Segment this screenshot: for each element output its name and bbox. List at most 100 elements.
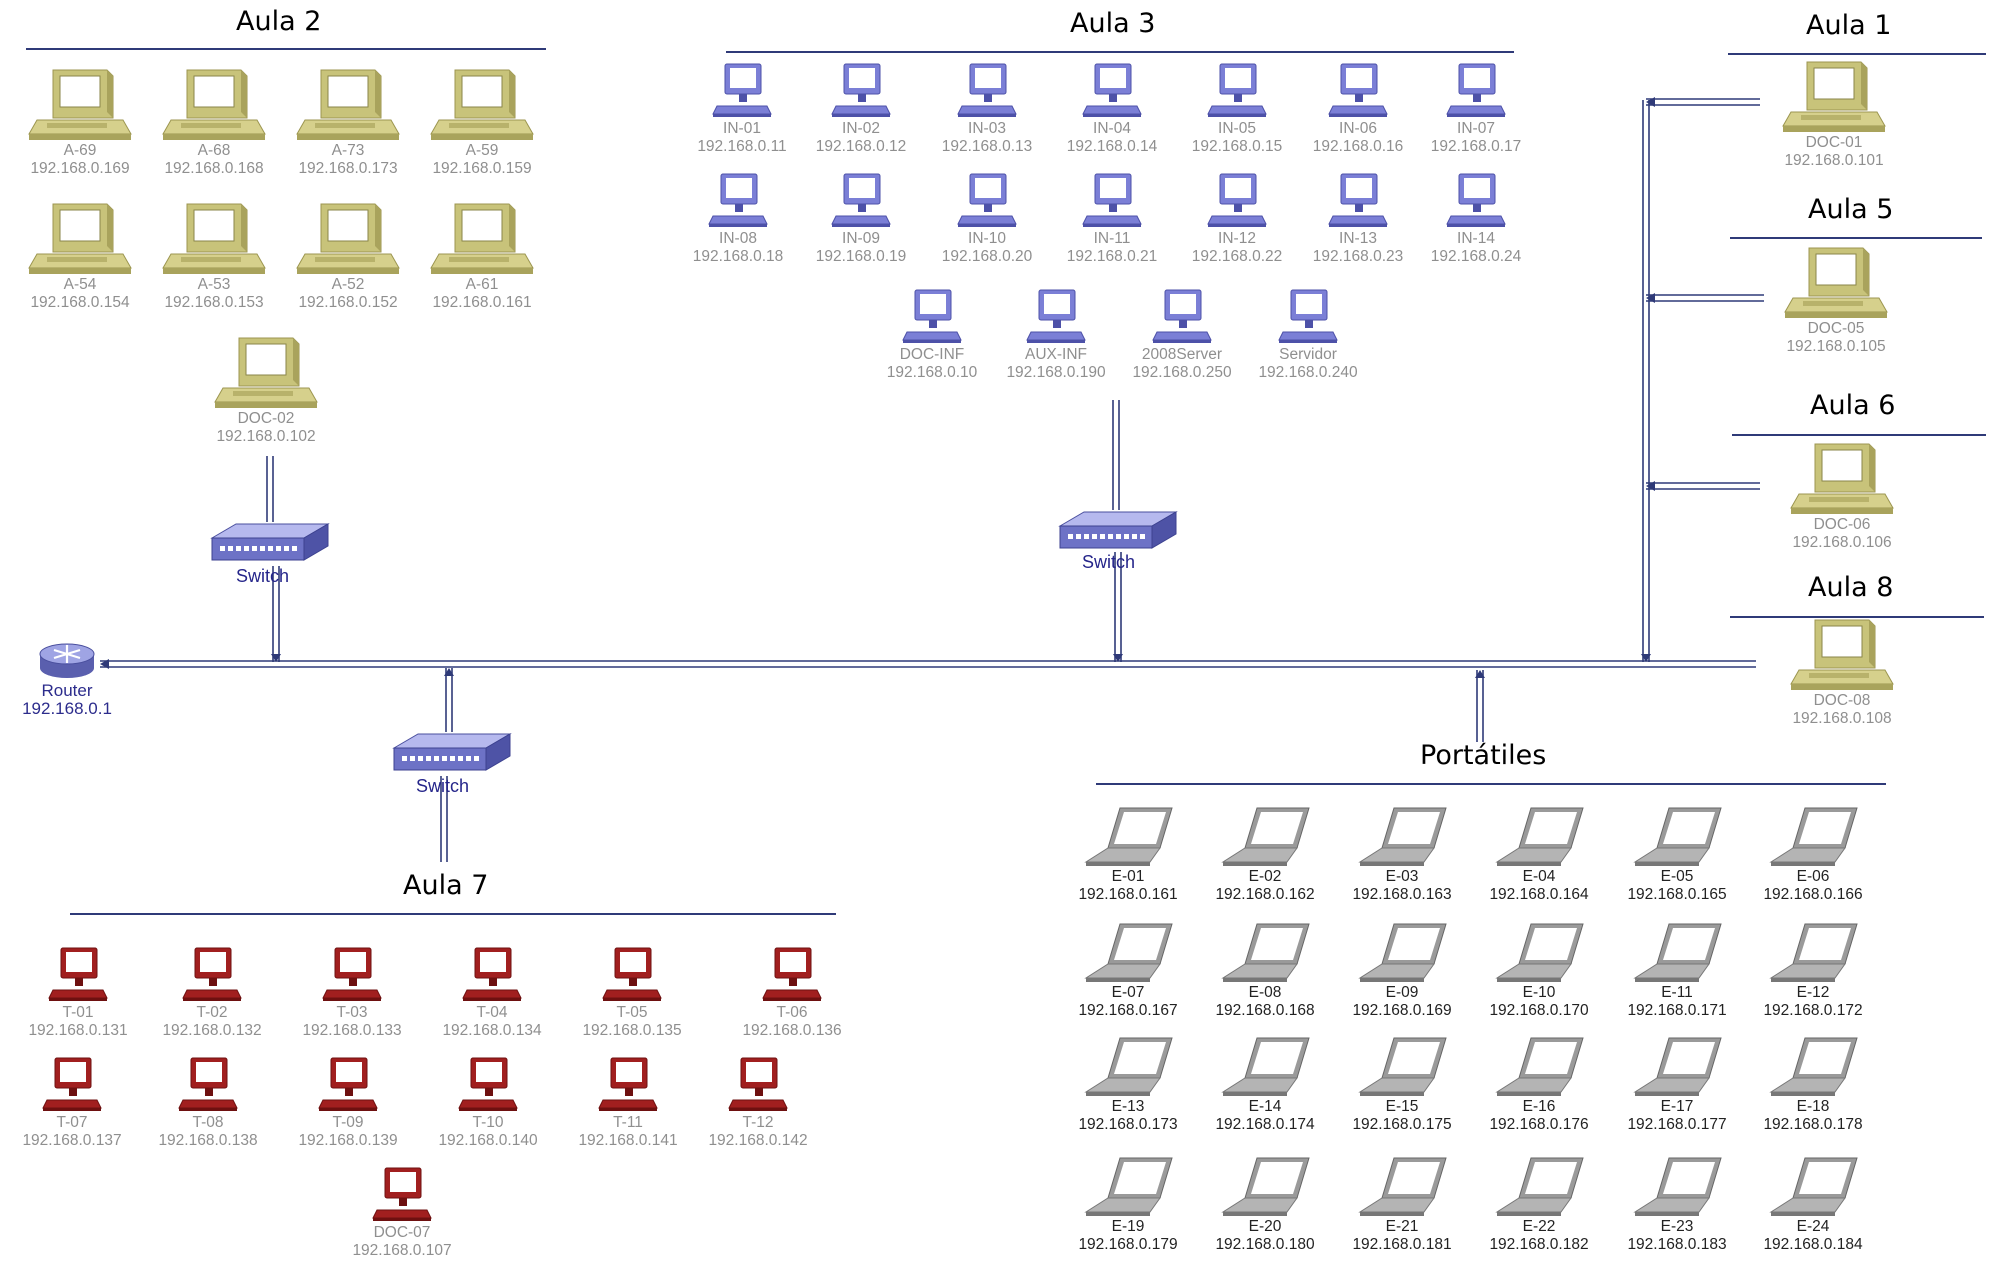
device-name: IN-14 xyxy=(1457,230,1495,247)
aula3-switch-to-backbone xyxy=(1114,552,1122,662)
device-ip: 192.168.0.162 xyxy=(1215,886,1315,903)
beige-desktop-computer-icon xyxy=(162,203,266,274)
device-name: T-09 xyxy=(332,1114,364,1131)
switch-aula-7[interactable] xyxy=(390,730,514,781)
device-ip: 192.168.0.169 xyxy=(1352,1002,1452,1019)
switch-aula-3[interactable] xyxy=(1056,508,1180,559)
laptop-icon xyxy=(1358,807,1447,866)
device-name: DOC-07 xyxy=(373,1224,431,1241)
device-ip: 192.168.0.181 xyxy=(1352,1236,1452,1253)
device-name: A-54 xyxy=(63,276,97,293)
backbone-line xyxy=(100,660,1756,668)
device-name: A-53 xyxy=(197,276,231,293)
aula1-arrow xyxy=(1646,97,1655,107)
device-ip: 192.168.0.139 xyxy=(298,1132,398,1149)
device-ip: 192.168.0.176 xyxy=(1489,1116,1589,1133)
device-ip: 192.168.0.173 xyxy=(1078,1116,1178,1133)
laptop-icon xyxy=(1633,807,1722,866)
device-ip: 192.168.0.12 xyxy=(815,138,907,155)
device-name: E-21 xyxy=(1385,1218,1419,1235)
router-arrow xyxy=(100,659,109,669)
aula3-arrow xyxy=(1113,654,1123,662)
device-name: T-03 xyxy=(336,1004,368,1021)
device-ip: 192.168.0.177 xyxy=(1627,1116,1727,1133)
aula2-switch-to-backbone xyxy=(272,566,280,662)
device-ip: 192.168.0.161 xyxy=(1078,886,1178,903)
router[interactable]: Router 192.168.0.1 xyxy=(2,638,132,718)
aula6-arrow xyxy=(1646,481,1655,491)
divider-aula-8 xyxy=(1730,616,1984,618)
beige-desktop-computer-icon xyxy=(296,69,400,140)
switch-aula-2[interactable] xyxy=(208,520,332,571)
